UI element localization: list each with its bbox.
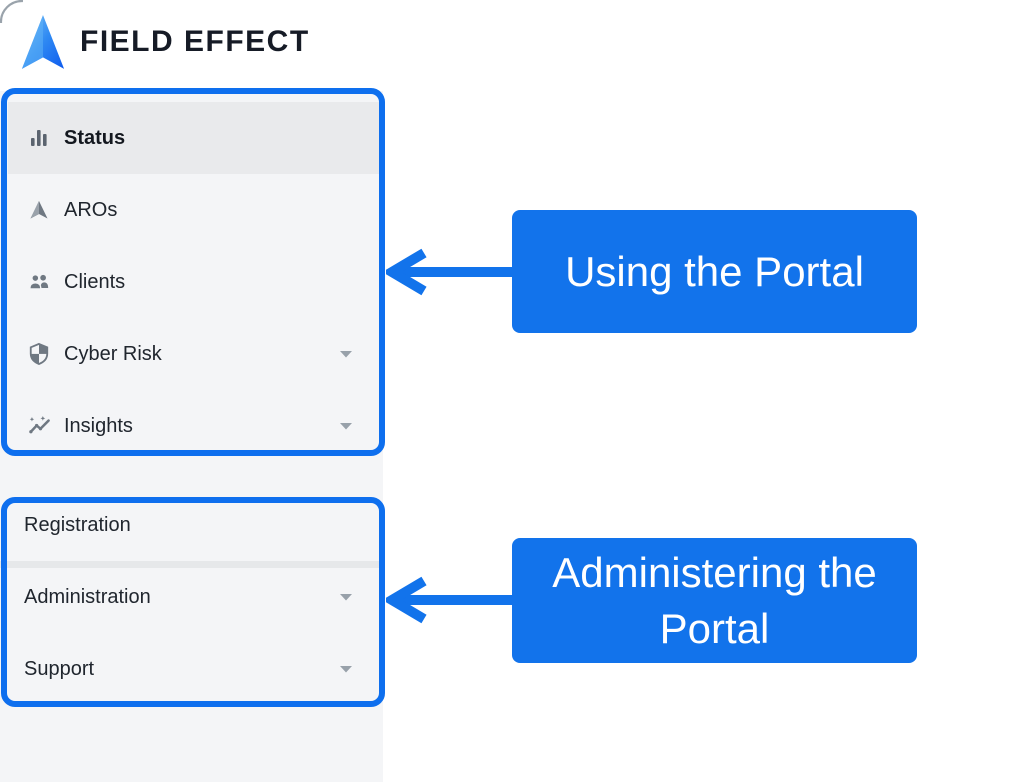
using-portal-callout-label: Using the Portal xyxy=(565,247,864,295)
sidebar-item-status[interactable]: Status xyxy=(8,102,383,174)
sidebar-item-registration[interactable]: Registration xyxy=(0,489,383,561)
sidebar-item-cyber-risk[interactable]: Cyber Risk xyxy=(0,318,383,390)
chevron-down-icon xyxy=(339,665,353,673)
sidebar-item-label: Registration xyxy=(24,513,131,536)
sidebar-item-label: Cyber Risk xyxy=(64,342,162,365)
sidebar-item-label: Clients xyxy=(64,270,126,293)
administering-portal-callout: Administering the Portal xyxy=(512,538,917,663)
sidebar-item-administration[interactable]: Administration xyxy=(0,561,383,633)
administering-portal-callout-label: Administering the Portal xyxy=(552,549,877,652)
sidebar-item-label: Status xyxy=(64,126,126,149)
brand-logo[interactable]: FIELD EFFECT xyxy=(20,13,310,71)
sidebar-item-insights[interactable]: Insights xyxy=(0,390,383,462)
sidebar xyxy=(0,91,383,782)
using-portal-arrow xyxy=(386,248,516,296)
administering-portal-arrow xyxy=(386,576,516,624)
sidebar-item-label: Support xyxy=(24,657,95,680)
chevron-down-icon xyxy=(339,422,353,430)
field-effect-logo-icon xyxy=(21,15,65,69)
brand-name: FIELD EFFECT xyxy=(80,25,310,58)
sidebar-group-divider xyxy=(0,561,383,568)
sidebar-item-label: AROs xyxy=(64,198,118,221)
chevron-down-icon xyxy=(339,350,353,358)
sidebar-item-label: Administration xyxy=(24,585,151,608)
shield-icon xyxy=(27,342,51,366)
chevron-down-icon xyxy=(339,593,353,601)
bar-chart-icon xyxy=(27,126,51,150)
sidebar-item-clients[interactable]: Clients xyxy=(0,246,383,318)
sidebar-item-label: Insights xyxy=(64,414,133,437)
trend-sparkline-icon xyxy=(27,414,51,438)
using-portal-callout: Using the Portal xyxy=(512,210,917,333)
sidebar-item-support[interactable]: Support xyxy=(0,633,383,705)
people-icon xyxy=(27,270,51,294)
sidebar-item-aros[interactable]: AROs xyxy=(0,174,383,246)
aro-arrow-icon xyxy=(27,198,51,222)
